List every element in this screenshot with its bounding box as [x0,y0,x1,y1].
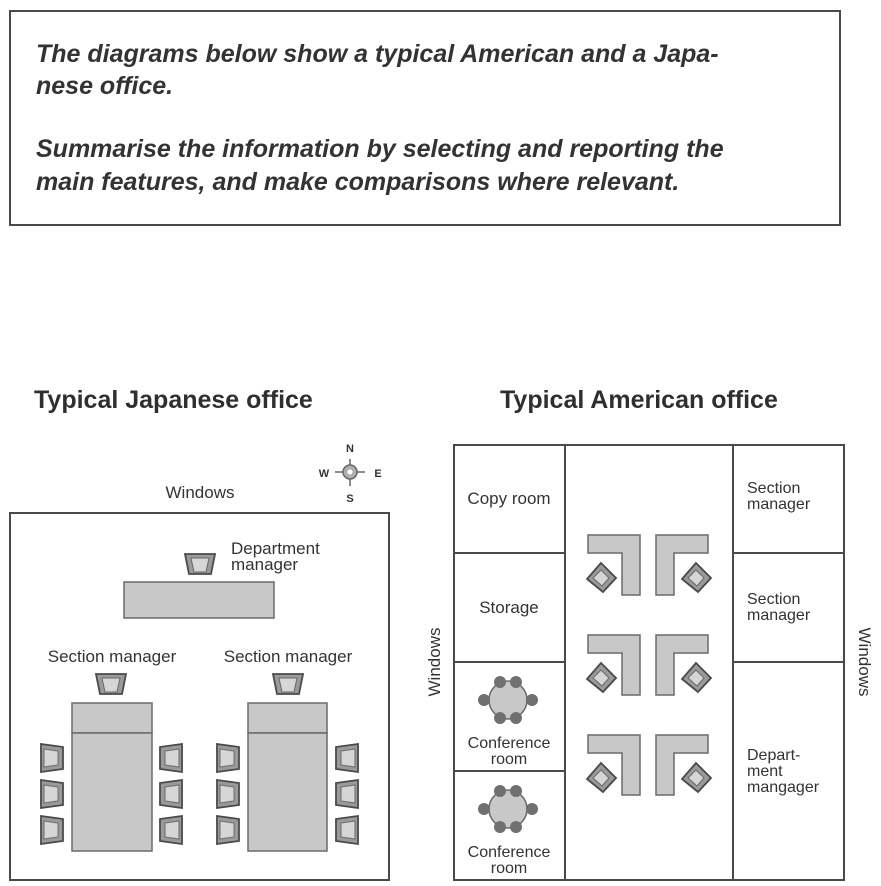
conference-room-1-label-b: room [491,751,527,768]
section-desk-right [247,702,328,734]
compass-west-label: W [319,468,330,480]
compass-icon [335,459,365,486]
department-manager-label-2: manager [231,555,298,574]
task-line-3: Summarise the information by selecting a… [36,135,724,163]
section-manager-left-label: Section manager [48,647,177,666]
section-manager-1-label-a: Section [747,480,800,497]
task-line-1: The diagrams below show a typical Americ… [36,40,719,68]
conference-table-icon [477,675,539,725]
section-desk-left [71,702,153,734]
task-line-4: main features, and make comparisons wher… [36,168,680,196]
conference-table-icon [477,784,539,834]
workstation-row-2 [586,634,712,696]
section-manager-left-chair-icon [95,673,127,695]
department-manager-label-b: ment [747,763,783,780]
department-manager-label-1: Department [231,539,320,558]
staff-desk-block-right [247,732,328,852]
staff-chair-icon [159,743,183,773]
compass-east-label: E [374,468,381,480]
section-manager-2-label-a: Section [747,591,800,608]
department-manager-chair-icon [184,553,216,575]
staff-chair-icon [335,779,359,809]
storage-label: Storage [479,598,539,617]
staff-chair-icon [159,779,183,809]
section-manager-1-label-b: manager [747,496,811,513]
workstation-row-3 [586,734,712,796]
staff-chair-icon [40,779,64,809]
staff-chair-icon [40,815,64,845]
american-office-title: Typical American office [500,386,778,414]
compass-south-label: S [346,493,353,505]
japanese-office-outline [9,512,390,881]
conference-room-2-label-a: Conference [468,844,551,861]
department-manager-label-c: mangager [747,779,820,796]
american-office-outline [453,444,845,881]
american-windows-right-label: Windows [855,628,874,697]
american-windows-left-label: Windows [425,628,444,697]
section-manager-right-label: Section manager [224,647,353,666]
section-manager-2-label-b: manager [747,607,811,624]
department-manager-desk [123,581,275,619]
staff-desk-block-left [71,732,153,852]
section-manager-right-chair-icon [272,673,304,695]
staff-chair-icon [216,815,240,845]
staff-chair-icon [216,743,240,773]
staff-chair-icon [335,815,359,845]
japanese-windows-label: Windows [166,483,235,502]
conference-room-2-label-b: room [491,860,527,877]
staff-chair-icon [216,779,240,809]
staff-chair-icon [335,743,359,773]
compass-north-label: N [346,443,354,455]
workstation-row-1 [586,534,712,596]
copy-room-label: Copy room [467,489,550,508]
staff-chair-icon [40,743,64,773]
staff-chair-icon [159,815,183,845]
japanese-office-title: Typical Japanese office [34,386,313,414]
department-manager-label-a: Depart- [747,747,800,764]
task-prompt-box [9,10,841,226]
conference-room-1-label-a: Conference [468,735,551,752]
task-line-2: nese office. [36,72,174,100]
